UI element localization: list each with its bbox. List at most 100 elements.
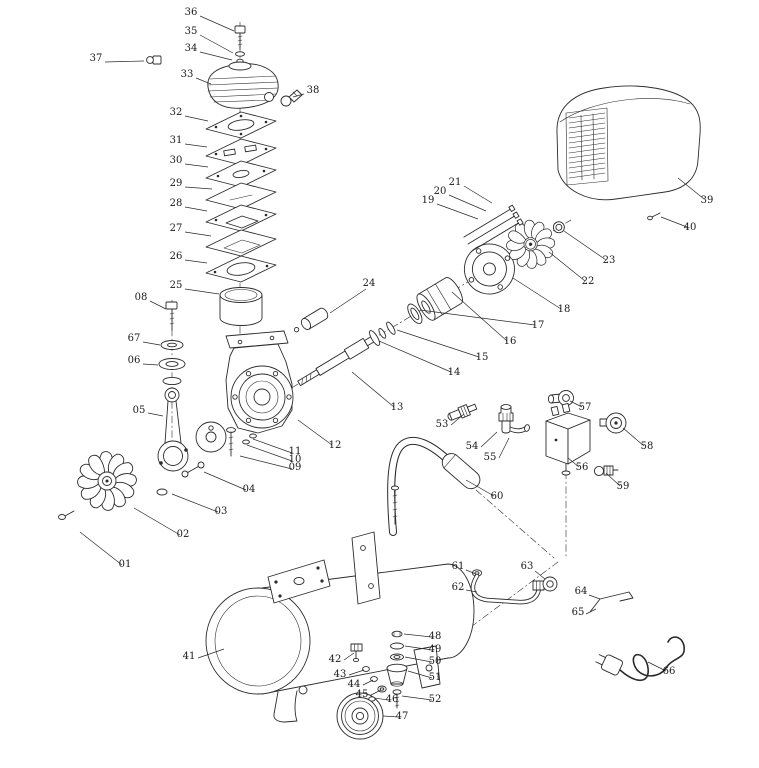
part-number-39: 39 bbox=[701, 195, 714, 206]
shaft-washer-14 bbox=[369, 330, 381, 346]
callout-line-06 bbox=[142, 363, 159, 366]
part-number-51: 51 bbox=[429, 672, 442, 683]
power-cord-66 bbox=[595, 636, 685, 682]
part-number-59: 59 bbox=[617, 481, 630, 492]
part-number-47: 47 bbox=[396, 711, 409, 722]
knob-58 bbox=[599, 412, 627, 434]
callout-line-54 bbox=[480, 431, 498, 448]
crankcase-pump-housing bbox=[225, 330, 294, 434]
callout-line-67 bbox=[142, 341, 161, 346]
regulator-63 bbox=[532, 576, 558, 592]
callout-line-57 bbox=[569, 400, 583, 408]
part-number-44: 44 bbox=[348, 679, 361, 690]
rotor-16 bbox=[416, 277, 463, 321]
outlet-elbow bbox=[280, 89, 303, 107]
callout-line-01 bbox=[79, 531, 123, 566]
part-number-57: 57 bbox=[579, 402, 592, 413]
gasket-27 bbox=[205, 229, 277, 257]
callout-line-14 bbox=[378, 340, 452, 373]
callout-line-26 bbox=[184, 259, 208, 264]
end-bell-18 bbox=[463, 243, 515, 295]
part-number-61: 61 bbox=[452, 561, 465, 572]
spacer-03 bbox=[156, 488, 168, 496]
part-number-21: 21 bbox=[449, 177, 462, 188]
callout-line-08 bbox=[149, 300, 167, 310]
part-number-29: 29 bbox=[170, 178, 183, 189]
part-number-16: 16 bbox=[504, 336, 517, 347]
part-number-37: 37 bbox=[90, 53, 103, 64]
callout-line-05 bbox=[147, 412, 164, 417]
valve-plate-28 bbox=[205, 204, 277, 232]
part-number-67: 67 bbox=[128, 333, 141, 344]
part-number-46: 46 bbox=[386, 694, 399, 705]
part-number-19: 19 bbox=[422, 195, 435, 206]
callout-line-15 bbox=[396, 329, 480, 358]
part-number-55: 55 bbox=[484, 452, 497, 463]
part-number-42: 42 bbox=[329, 654, 342, 665]
axle-washer-46 bbox=[368, 696, 376, 702]
ring-seal bbox=[162, 376, 182, 386]
part-number-03: 03 bbox=[215, 506, 228, 517]
callout-line-09 bbox=[239, 455, 293, 470]
part-number-22: 22 bbox=[582, 276, 595, 287]
part-number-50: 50 bbox=[429, 656, 442, 667]
callout-line-61 bbox=[465, 569, 477, 575]
head-bolt bbox=[234, 25, 246, 64]
part-number-02: 02 bbox=[177, 529, 190, 540]
bracket-rod-64-65 bbox=[589, 591, 634, 613]
diagram-art bbox=[58, 21, 701, 740]
fan-bolt bbox=[58, 510, 75, 520]
handle-tube-60 bbox=[387, 436, 481, 536]
piston-pin-24 bbox=[293, 307, 329, 333]
nut-48 bbox=[391, 630, 403, 638]
callout-line-19 bbox=[436, 203, 479, 220]
callout-line-44 bbox=[362, 679, 374, 686]
part-number-56: 56 bbox=[576, 462, 589, 473]
callout-line-51 bbox=[407, 670, 433, 679]
fitting-53 bbox=[447, 403, 478, 421]
handle-bolt bbox=[390, 485, 400, 525]
part-number-64: 64 bbox=[575, 586, 588, 597]
part-number-24: 24 bbox=[363, 278, 376, 289]
part-number-30: 30 bbox=[170, 155, 183, 166]
part-number-60: 60 bbox=[491, 491, 504, 502]
part-number-66: 66 bbox=[663, 666, 676, 677]
motor-shaft-assembly bbox=[291, 219, 572, 388]
callout-line-43 bbox=[348, 669, 365, 676]
part-number-23: 23 bbox=[603, 255, 616, 266]
part-number-53: 53 bbox=[436, 419, 449, 430]
plug-37 bbox=[146, 55, 162, 65]
part-number-34: 34 bbox=[185, 43, 198, 54]
plate-30 bbox=[205, 160, 277, 188]
foot-mount-stack bbox=[386, 630, 408, 709]
washer-50 bbox=[390, 653, 404, 661]
washer-49 bbox=[390, 642, 404, 650]
part-number-33: 33 bbox=[181, 69, 194, 80]
tank-leg bbox=[273, 690, 298, 723]
callout-line-21 bbox=[463, 185, 493, 204]
callout-line-37 bbox=[104, 60, 145, 63]
part-number-17: 17 bbox=[532, 320, 545, 331]
callout-line-48 bbox=[403, 633, 433, 638]
part-number-52: 52 bbox=[429, 694, 442, 705]
crank-counterweight bbox=[195, 421, 227, 453]
callout-line-49 bbox=[404, 645, 433, 651]
part-number-62: 62 bbox=[452, 582, 465, 593]
callout-line-66 bbox=[647, 661, 667, 672]
callout-line-20 bbox=[448, 194, 487, 212]
callout-line-35 bbox=[199, 34, 234, 54]
callout-line-59 bbox=[605, 472, 621, 487]
part-number-04: 04 bbox=[243, 484, 256, 495]
callout-line-13 bbox=[351, 371, 395, 408]
part-number-25: 25 bbox=[170, 280, 183, 291]
part-number-11: 11 bbox=[289, 446, 302, 457]
check-valve-54-55 bbox=[498, 404, 530, 434]
part-number-05: 05 bbox=[133, 405, 146, 416]
part-number-36: 36 bbox=[185, 7, 198, 18]
part-number-12: 12 bbox=[329, 440, 342, 451]
part-number-27: 27 bbox=[170, 223, 183, 234]
gasket-29 bbox=[205, 182, 277, 210]
callout-line-16 bbox=[451, 291, 508, 342]
